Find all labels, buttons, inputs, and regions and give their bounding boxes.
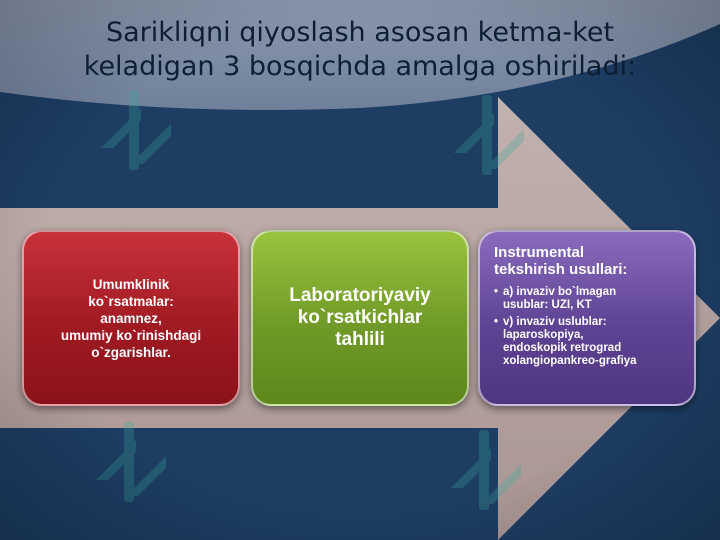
stage-box-laboratory: Laboratoriyaviy ko`rsatkichlar tahlili — [251, 230, 469, 406]
stage-box-instrumental: Instrumental tekshirish usullari: a) inv… — [478, 230, 696, 406]
stage-3-item-line: endoskopik retrograd — [503, 342, 622, 354]
slide-title-line-2: keladigan 3 bosqichda amalga oshiriladi: — [83, 51, 637, 82]
stage-3-item-line: xolangiopankreo-grafiya — [503, 355, 637, 367]
stage-1-text-line: anamnez, — [100, 310, 162, 326]
slide-title-line-1: Sarikliqni qiyoslash asosan ketma-ket — [105, 17, 615, 48]
stage-3-list: a) invaziv bo`lmagan usublar: UZI, KT v)… — [494, 286, 637, 372]
stage-3-item-line: laparoskopiya, — [503, 329, 584, 341]
stage-3-list-item: a) invaziv bo`lmagan usublar: UZI, KT — [494, 286, 637, 312]
slide-title: Sarikliqni qiyoslash asosan ketma-ket ke… — [0, 16, 720, 84]
stage-2-text-line: Laboratoriyaviy — [289, 285, 431, 306]
stage-3-list-item: v) invaziv uslublar: laparoskopiya, endo… — [494, 316, 637, 368]
stage-2-text-line: tahlili — [335, 329, 385, 350]
stage-1-text-line: umumiy ko`rinishdagi — [60, 327, 202, 343]
stage-3-item-line: v) invaziv uslublar: — [503, 316, 607, 328]
stage-1-text-line: ko`rsatmalar: — [88, 293, 174, 309]
stage-3-item-line: usublar: UZI, KT — [503, 299, 592, 311]
stage-1-text-line: o`zgarishlar. — [91, 344, 171, 360]
stage-3-heading: Instrumental tekshirish usullari: — [494, 244, 627, 278]
stage-1-text-line: Umumklinik — [92, 276, 170, 292]
stage-3-heading-line: tekshirish usullari: — [494, 261, 628, 278]
stage-3-heading-line: Instrumental — [494, 244, 585, 261]
stage-box-clinical: Umumklinik ko`rsatmalar: anamnez, umumiy… — [22, 230, 240, 406]
stage-3-item-line: a) invaziv bo`lmagan — [503, 286, 617, 298]
stage-2-text-line: ko`rsatkichlar — [297, 307, 423, 328]
